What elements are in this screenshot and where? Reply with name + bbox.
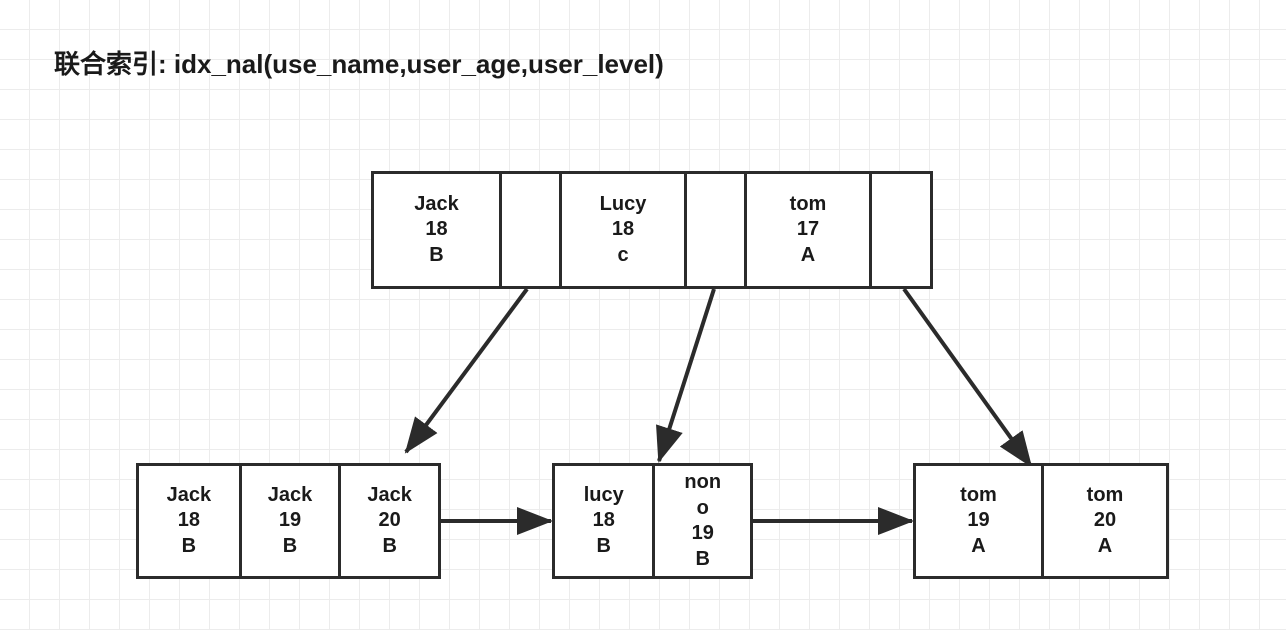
root-cell-4-name: tom — [789, 192, 827, 215]
leaf-1-cell-0: Jack 18 B — [139, 466, 239, 576]
leaf-1-cell-1-name: Jack — [267, 483, 313, 506]
root-pointer-2-to-leaf-2-arrow — [656, 288, 716, 463]
leaf-1-cell-2: Jack 20 B — [338, 466, 438, 576]
leaf-1-cell-1-level: B — [282, 534, 298, 557]
root-pointer-cell-1 — [499, 174, 559, 286]
root-cell-2: Lucy 18 c — [559, 174, 684, 286]
root-cell-2-name: Lucy — [599, 192, 647, 215]
leaf-1-cell-2-age: 20 — [378, 509, 401, 532]
root-pointer-cell-5 — [869, 174, 929, 286]
leaf-3-cell-0-age: 19 — [967, 509, 990, 532]
root-cell-0-name: Jack — [414, 192, 459, 215]
leaf-3-cell-0-level: A — [971, 534, 986, 557]
leaf-2-cell-0-age: 18 — [592, 509, 615, 532]
leaf-3-cell-0: tom 19 A — [916, 466, 1041, 576]
leaf-1-cell-0-age: 18 — [177, 509, 200, 532]
leaf-2-cell-1-level: B — [695, 547, 710, 570]
leaf-2-cell-1-age: 19 — [691, 522, 714, 545]
root-cell-4-level: A — [800, 243, 816, 266]
leaf-3-cell-0-name: tom — [960, 483, 997, 506]
leaf-3-cell-1-level: A — [1097, 534, 1113, 557]
leaf-1-cell-2-name: Jack — [367, 483, 412, 506]
leaf-1-cell-1-age: 19 — [278, 509, 302, 532]
root-index-node: Jack 18 B Lucy 18 c tom 17 A — [371, 171, 933, 289]
diagram-title: 联合索引: idx_nal(use_name,user_age,user_lev… — [54, 49, 664, 79]
leaf-1-cell-1: Jack 19 B — [238, 466, 339, 576]
leaf-2-cell-0-level: B — [596, 534, 611, 557]
root-cell-0: Jack 18 B — [374, 174, 499, 286]
root-cell-4: tom 17 A — [744, 174, 869, 286]
leaf-1-cell-2-level: B — [382, 534, 397, 557]
root-cell-0-level: B — [429, 243, 444, 266]
leaf-node-3: tom 19 A tom 20 A — [913, 463, 1169, 579]
leaf-1-cell-0-level: B — [181, 534, 197, 557]
leaf-2-cell-1: nono 19 B — [652, 466, 750, 576]
root-cell-2-level: c — [617, 243, 629, 266]
leaf-2-cell-0-name: lucy — [583, 483, 624, 506]
leaf-node-2: lucy 18 B nono 19 B — [552, 463, 753, 579]
root-cell-4-age: 17 — [796, 218, 820, 241]
leaf-3-cell-1: tom 20 A — [1040, 466, 1166, 576]
leaf-2-cell-1-name: nono — [684, 471, 722, 519]
root-pointer-1-to-leaf-1-arrow — [404, 287, 529, 454]
leaf-2-cell-0: lucy 18 B — [555, 466, 653, 576]
leaf-3-cell-1-age: 20 — [1093, 509, 1117, 532]
root-pointer-cell-3 — [684, 174, 744, 286]
leaf-1-cell-0-name: Jack — [166, 483, 212, 506]
root-cell-2-age: 18 — [611, 218, 635, 241]
leaf-3-cell-1-name: tom — [1086, 483, 1124, 506]
leaf-node-1: Jack 18 B Jack 19 B Jack 20 B — [136, 463, 441, 579]
root-cell-0-age: 18 — [425, 218, 448, 241]
root-pointer-3-to-leaf-3-arrow — [902, 287, 1033, 468]
